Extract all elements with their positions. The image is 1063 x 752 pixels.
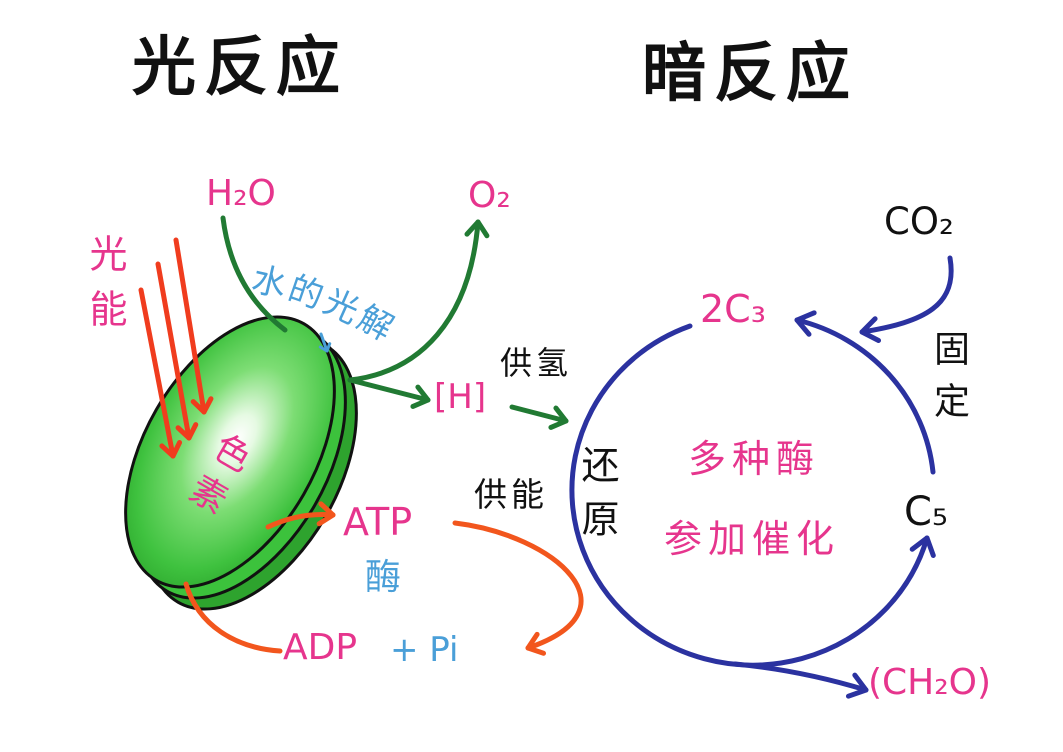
co2-label: CO₂	[884, 200, 954, 243]
c5-label: C₅	[904, 489, 948, 535]
reduction-cycle-arc	[569, 323, 936, 668]
enzymes-label-line2: 参加催化	[664, 517, 841, 561]
water-input-line	[220, 215, 288, 333]
enzyme-label: 酶	[365, 557, 402, 598]
fixation-label: 固定	[928, 330, 969, 434]
supply-hydrogen-arrow	[509, 404, 569, 430]
water-label: H₂O	[206, 173, 276, 214]
atp-synthesis-arrow	[265, 501, 336, 530]
carbohydrate-label: (CH₂O)	[868, 662, 992, 703]
enzymes-label-line1: 多种酶	[688, 437, 821, 481]
product-output-arrow	[732, 661, 869, 699]
light-ray-arrow-2	[155, 261, 199, 441]
supply-energy-arrow	[452, 520, 584, 656]
photolysis-pointer-arrow	[318, 332, 332, 353]
phosphate-label: + Pi	[390, 630, 459, 670]
light-reaction-title: 光反应	[132, 31, 348, 105]
hydrogen-label: [H]	[434, 377, 487, 417]
adp-return-line	[183, 581, 283, 654]
adp-label: ADP	[283, 627, 358, 668]
c3-label: 2C₃	[700, 287, 766, 331]
atp-label: ATP	[343, 500, 413, 544]
light-energy-label: 光能	[83, 234, 127, 344]
light-ray-arrow-1	[138, 287, 183, 459]
hydrogen-output-arrow	[347, 377, 431, 409]
regeneration-cycle-arc	[794, 310, 936, 475]
supply-energy-label: 供能	[474, 475, 548, 514]
supply-hydrogen-label: 供氢	[500, 344, 573, 382]
oxygen-output-arrow	[347, 219, 490, 383]
dark-reaction-title: 暗反应	[642, 37, 858, 111]
co2-fixation-arrow	[859, 255, 954, 344]
oxygen-label: O₂	[468, 175, 511, 216]
reduction-label: 还原	[575, 445, 619, 553]
light-ray-arrow-3	[173, 237, 214, 415]
